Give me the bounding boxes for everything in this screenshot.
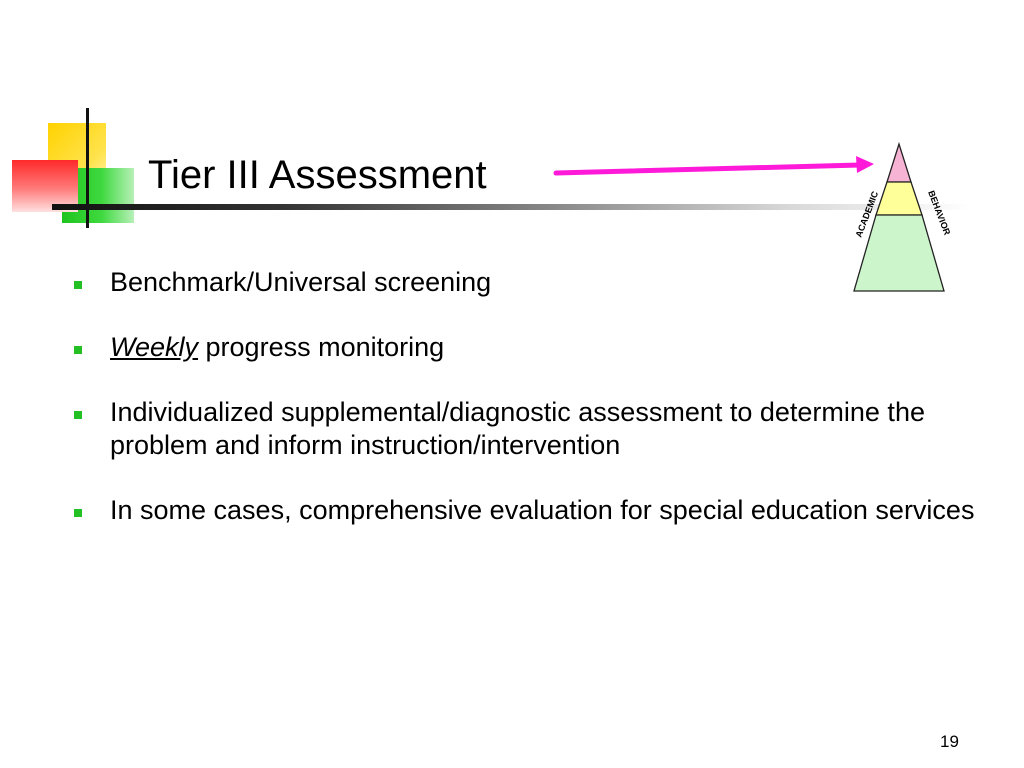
bullet-square-icon [74,281,82,289]
bullet-square-icon [74,346,82,354]
pyramid-label-behavior: BEHAVIOR [926,189,952,237]
pyramid-tier-2 [875,181,923,216]
decor-vertical-line [86,108,89,228]
decor-red-square [12,160,78,212]
bullet-item: Weekly progress monitoring [72,331,1002,364]
pointer-arrow-line [553,162,863,176]
bullet-item: Benchmark/Universal screening [72,266,1002,299]
tier-pyramid-diagram: ACADEMIC BEHAVIOR [553,141,952,292]
bullet-text: In some cases, comprehensive evaluation … [110,495,975,525]
bullet-text: Benchmark/Universal screening [110,267,492,297]
bullet-item: Individualized supplemental/diagnostic a… [72,396,1002,462]
slide-title: Tier III Assessment [148,153,487,197]
pyramid-tier-1 [853,214,945,292]
bullet-text: Individualized supplemental/diagnostic a… [110,397,925,460]
bullet-emphasis: Weekly [110,332,199,362]
bullet-item: In some cases, comprehensive evaluation … [72,494,1002,527]
bullet-square-icon [74,411,82,419]
bullet-text: progress monitoring [198,332,445,362]
pointer-arrow-head [856,156,874,173]
pyramid-tier-3 [886,141,912,183]
bullet-square-icon [74,509,82,517]
bullet-list: Benchmark/Universal screening Weekly pro… [72,266,1002,559]
page-number: 19 [940,732,959,751]
title-underline [52,204,972,210]
